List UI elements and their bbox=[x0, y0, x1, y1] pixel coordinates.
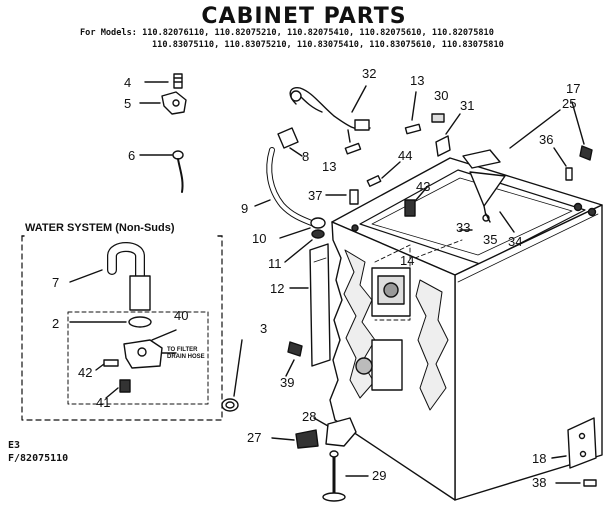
part-label-8: 8 bbox=[302, 149, 310, 164]
leader-lines-misc bbox=[459, 211, 515, 233]
part-13-screws bbox=[344, 91, 422, 155]
part-39-fitting bbox=[285, 341, 303, 377]
model-list-line-1: For Models: 110.82076110, 110.82075210, … bbox=[80, 28, 494, 38]
part-32-wire-harness bbox=[289, 85, 371, 131]
footer-reference: F/82075110 bbox=[8, 453, 69, 464]
part-label-3: 3 bbox=[260, 321, 268, 336]
part-label-7: 7 bbox=[52, 275, 60, 290]
part-label-39: 39 bbox=[280, 375, 295, 390]
part-43-fitting bbox=[404, 185, 429, 217]
part-label-32: 32 bbox=[362, 66, 377, 81]
filter-drain-hose-note: TO FILTER DRAIN HOSE bbox=[167, 347, 205, 360]
part-label-36: 36 bbox=[539, 132, 554, 147]
part-4-screw bbox=[144, 73, 183, 89]
part-label-13a: 13 bbox=[410, 73, 425, 88]
part-3-clamp bbox=[221, 339, 243, 412]
part-label-38: 38 bbox=[532, 475, 547, 490]
part-36-screw bbox=[553, 147, 573, 181]
part-18-bracket bbox=[551, 417, 597, 469]
part-label-18: 18 bbox=[532, 451, 547, 466]
part-8-elbow bbox=[277, 127, 303, 157]
part-label-10: 10 bbox=[252, 231, 267, 246]
part-31-grommet bbox=[435, 113, 461, 157]
cabinet-body bbox=[329, 149, 603, 501]
part-label-44: 44 bbox=[398, 148, 413, 163]
part-37-screw bbox=[325, 189, 359, 205]
part-27-clip bbox=[271, 429, 319, 449]
part-label-9: 9 bbox=[241, 201, 249, 216]
part-12-side-panel bbox=[289, 243, 331, 367]
part-label-33: 33 bbox=[456, 220, 471, 235]
part-label-12: 12 bbox=[270, 281, 285, 296]
part-label-34: 34 bbox=[508, 234, 523, 249]
part-label-2: 2 bbox=[52, 316, 60, 331]
part-label-5: 5 bbox=[124, 96, 132, 111]
part-label-25: 25 bbox=[562, 96, 577, 111]
part-28-bracket bbox=[313, 417, 357, 447]
part-label-31: 31 bbox=[460, 98, 475, 113]
part-17-25-clips bbox=[509, 101, 593, 161]
part-30-clip bbox=[431, 113, 445, 123]
part-10-11-valves bbox=[279, 217, 326, 263]
part-label-6: 6 bbox=[128, 148, 136, 163]
part-label-40: 40 bbox=[174, 308, 189, 323]
page-title: CABINET PARTS bbox=[201, 4, 407, 29]
part-label-14: 14 bbox=[400, 253, 415, 268]
part-label-35: 35 bbox=[483, 232, 498, 247]
part-5-clamp bbox=[139, 91, 187, 115]
footer-code: E3 bbox=[8, 440, 21, 451]
part-29-leveling-leg bbox=[322, 450, 369, 502]
part-label-17: 17 bbox=[566, 81, 581, 96]
part-label-41: 41 bbox=[96, 395, 111, 410]
part-label-28: 28 bbox=[302, 409, 317, 424]
part-label-13b: 13 bbox=[322, 159, 337, 174]
part-44-screw bbox=[366, 161, 401, 187]
part-label-42: 42 bbox=[78, 365, 93, 380]
part-label-30: 30 bbox=[434, 88, 449, 103]
part-9-fill-hose bbox=[254, 147, 317, 227]
part-label-11: 11 bbox=[268, 256, 282, 271]
part-label-37: 37 bbox=[308, 188, 323, 203]
part-label-43: 43 bbox=[416, 179, 431, 194]
part-label-4: 4 bbox=[124, 75, 132, 90]
part-label-29: 29 bbox=[372, 468, 387, 483]
part-label-27: 27 bbox=[247, 430, 262, 445]
water-system-heading: WATER SYSTEM (Non-Suds) bbox=[25, 222, 175, 234]
part-6-hose-tip bbox=[139, 150, 184, 193]
part-38-screw bbox=[555, 479, 597, 487]
water-system-box bbox=[21, 235, 223, 421]
model-list-line-2: 110.83075110, 110.83075210, 110.83075410… bbox=[152, 40, 504, 50]
